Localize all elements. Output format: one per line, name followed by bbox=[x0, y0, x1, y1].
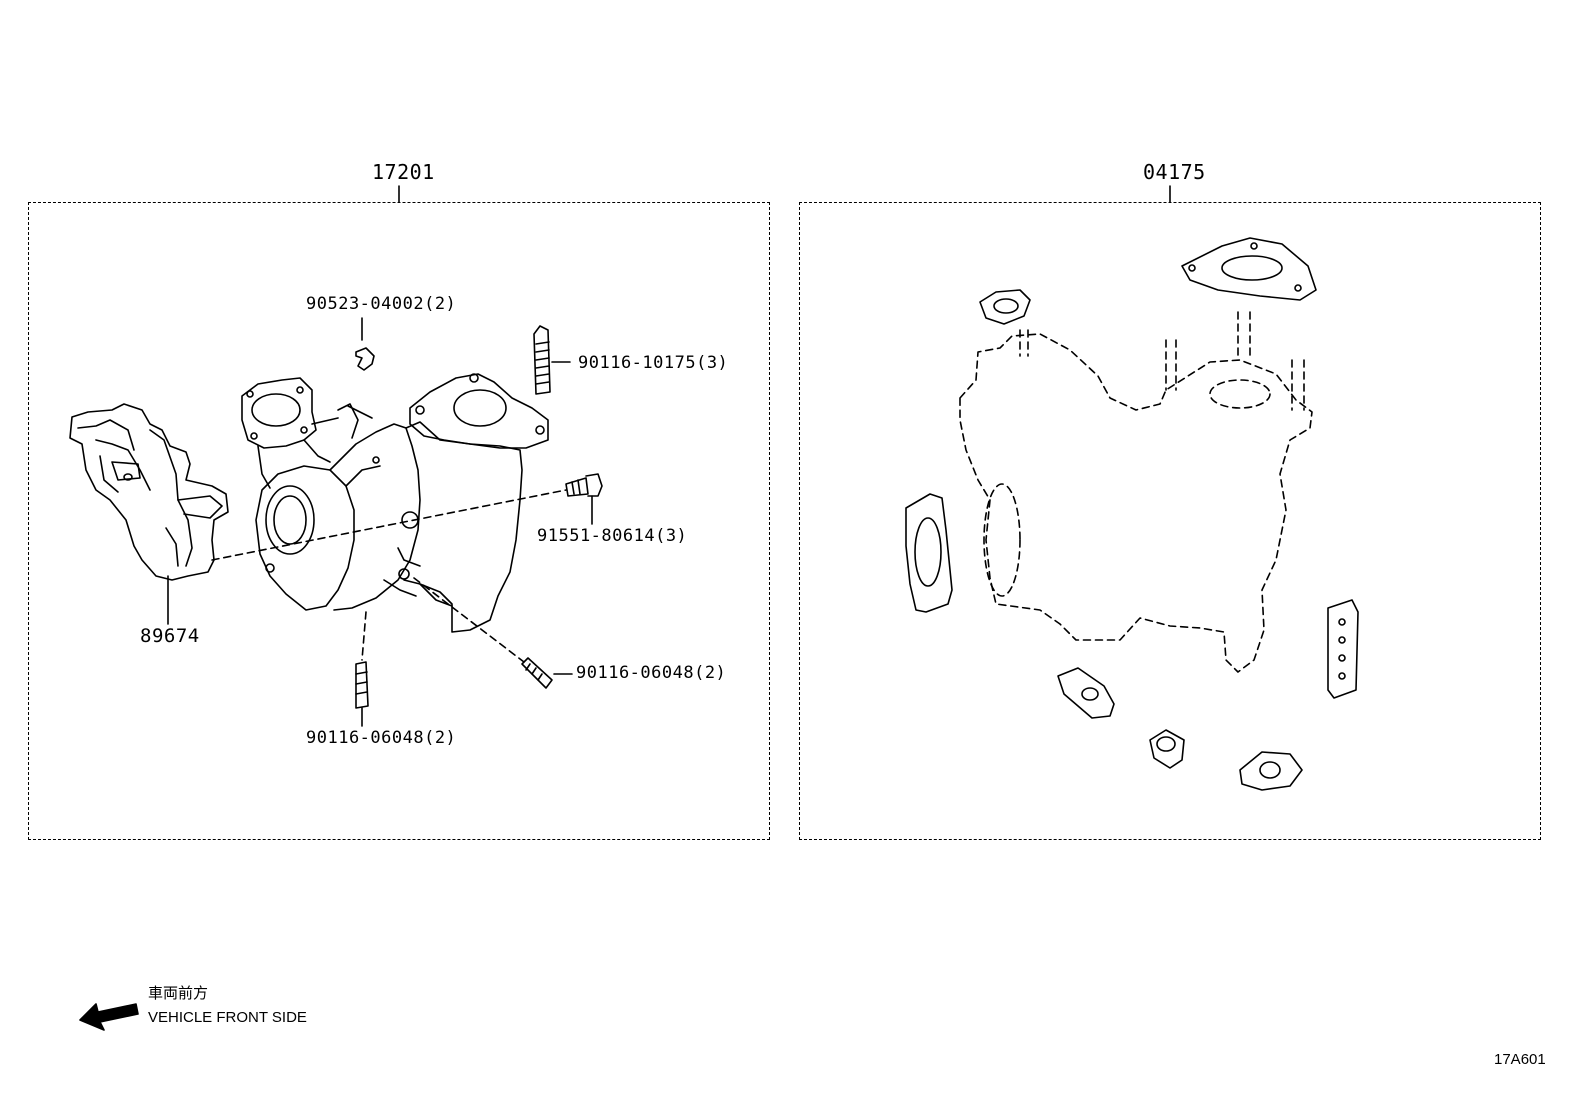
nut-90523-drawing bbox=[355, 317, 375, 371]
assembly-title-17201[interactable]: 17201 bbox=[372, 160, 435, 184]
diagram-code: 17A601 bbox=[1494, 1051, 1546, 1068]
part-label-91551-80614[interactable]: 91551-80614(3) bbox=[537, 526, 688, 546]
vehicle-front-arrow bbox=[79, 1003, 139, 1031]
bolt-91551-drawing bbox=[565, 473, 603, 525]
actuator-89674-drawing bbox=[69, 403, 229, 581]
part-label-90116-10175[interactable]: 90116-10175(3) bbox=[578, 353, 729, 373]
vehicle-front-label-japanese: 車両前方 bbox=[148, 984, 209, 1002]
part-label-89674[interactable]: 89674 bbox=[140, 625, 200, 647]
part-label-90116-06048-lower[interactable]: 90116-06048(2) bbox=[306, 728, 457, 748]
stud-90116-06048-lower-drawing bbox=[355, 661, 369, 727]
part-label-90116-06048-right[interactable]: 90116-06048(2) bbox=[576, 663, 727, 683]
stud-90116-10175-drawing bbox=[533, 325, 571, 395]
vehicle-front-label-english: VEHICLE FRONT SIDE bbox=[148, 1009, 307, 1026]
gasket-kit-04175-drawing bbox=[905, 237, 1359, 791]
assembly-title-04175[interactable]: 04175 bbox=[1143, 160, 1206, 184]
turbocharger-17201-drawing bbox=[241, 373, 549, 633]
stud-90116-06048-right-drawing bbox=[521, 657, 573, 689]
part-label-90523-04002[interactable]: 90523-04002(2) bbox=[306, 294, 457, 314]
turbo-outline-dashed bbox=[959, 311, 1313, 673]
